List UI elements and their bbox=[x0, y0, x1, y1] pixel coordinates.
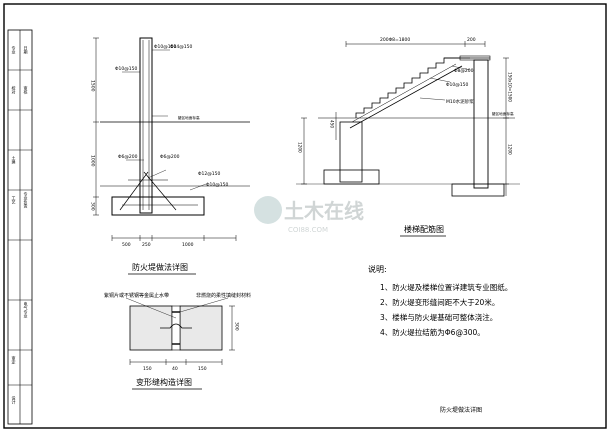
dike-rebar-e: Φ6@200 bbox=[160, 154, 180, 160]
detail-fire-dike-labels: Φ10@150 Φ14@150 Φ10@150 罐区地面标高 Φ6@200 Φ6… bbox=[90, 44, 228, 275]
dike-rebar-a: Φ10@150 bbox=[154, 44, 176, 50]
dike-title: 防火堤做法详图 bbox=[132, 262, 188, 272]
detail-stair-section bbox=[296, 41, 520, 197]
dike-footing bbox=[111, 196, 205, 216]
notes-item-1: 1、防火堤及楼梯位置详建筑专业图纸。 bbox=[380, 282, 512, 292]
watermark: 土木在线 COI88.COM bbox=[254, 196, 364, 234]
stair-top-dim: 200Φ8=1800 bbox=[380, 37, 410, 43]
title-cell-7: 电气专业 bbox=[24, 301, 29, 318]
notes-block: 说明: 1、防火堤及楼梯位置详建筑专业图纸。 2、防火堤变形缝间距不大于20米。… bbox=[368, 264, 512, 337]
stair-steps bbox=[355, 57, 470, 118]
stair-rebar-2: Φ10@150 bbox=[446, 82, 468, 88]
watermark-subtext: COI88.COM bbox=[288, 226, 328, 234]
dike-rebar-g: Φ10@150 bbox=[206, 182, 228, 188]
joint-gap bbox=[171, 305, 181, 351]
joint-title: 变形缝构造详图 bbox=[136, 377, 192, 387]
stair-left-pier bbox=[339, 121, 363, 183]
detail-stair-labels: 200Φ8=1800 200 Φ8@200 Φ10@150 M10水泥砂浆 15… bbox=[298, 37, 514, 237]
joint-waterstop bbox=[160, 323, 192, 329]
title-cell-0: 专业 bbox=[12, 45, 17, 54]
sheet-border bbox=[3, 3, 607, 429]
notes-item-2: 2、防火堤变形缝间距不大于20米。 bbox=[380, 297, 499, 307]
title-cell-8: 审定 bbox=[12, 355, 17, 365]
brace-right bbox=[143, 171, 177, 211]
detail-fire-dike-section bbox=[93, 37, 250, 241]
dike-dim-h-1: 250 bbox=[142, 242, 151, 248]
stair-mortar: M10水泥砂浆 bbox=[446, 98, 474, 105]
detail-expansion-joint bbox=[125, 297, 235, 365]
dike-ground-note: 罐区地面标高 bbox=[178, 115, 200, 120]
stair-right-dim: 150x10=1500 bbox=[508, 72, 513, 102]
title-cell-5: 工艺 bbox=[12, 196, 17, 204]
title-cell-3: 审核 bbox=[24, 85, 29, 95]
stair-title: 楼梯配筋图 bbox=[404, 224, 444, 234]
watermark-logo-icon bbox=[254, 196, 282, 224]
stair-ground-note: 罐区地面标高 bbox=[492, 111, 514, 116]
joint-dim-1: 40 bbox=[172, 366, 178, 372]
dike-dim-v-1: 1000 bbox=[90, 155, 96, 167]
brace-left bbox=[119, 171, 149, 211]
dike-rebar-c: Φ10@150 bbox=[115, 66, 137, 72]
stair-height-left: 1200 bbox=[298, 142, 303, 153]
notes-heading: 说明: bbox=[368, 264, 387, 274]
drawing-title: 防火堤做法详图 bbox=[440, 406, 482, 414]
joint-dim-0: 150 bbox=[143, 366, 152, 372]
dike-dim-h-0: 500 bbox=[122, 242, 131, 248]
joint-label-right: 非燃烧的柔性填缝封材料 bbox=[196, 292, 251, 299]
dike-rebar-f: Φ12@150 bbox=[198, 171, 220, 177]
stair-wall bbox=[473, 59, 489, 189]
notes-item-3: 3、楼梯与防火堤基础可整体浇注。 bbox=[380, 312, 497, 322]
title-block: 专业 日期 校对 审核 土建 工艺 专业负责 电气专业 审定 设计 bbox=[7, 29, 33, 425]
dike-dim-v-0: 1500 bbox=[90, 80, 96, 92]
dike-rebar-d: Φ6@200 bbox=[118, 154, 138, 160]
title-cell-6: 专业负责 bbox=[24, 191, 29, 209]
dike-dim-h-2: 1000 bbox=[182, 242, 194, 248]
detail-expansion-joint-labels: 紫铜片或不锈钢等金属止水带 非燃烧的柔性填缝封材料 150 40 150 300… bbox=[104, 292, 251, 390]
stair-rebar-1: Φ8@200 bbox=[454, 68, 474, 74]
stair-top-dim-right: 200 bbox=[467, 37, 476, 43]
dike-dim-v-2: 300 bbox=[90, 202, 96, 211]
title-cell-2: 校对 bbox=[12, 85, 17, 94]
title-cell-4: 土建 bbox=[12, 155, 17, 165]
title-cell-9: 设计 bbox=[12, 395, 17, 405]
joint-label-left: 紫铜片或不锈钢等金属止水带 bbox=[104, 292, 169, 299]
stair-left-dim: 450 bbox=[330, 120, 335, 128]
joint-dim-2: 150 bbox=[198, 366, 207, 372]
notes-item-4: 4、防火堤拉结筋为Φ6@300。 bbox=[380, 327, 485, 337]
watermark-text: 土木在线 bbox=[284, 199, 364, 223]
title-cell-1: 日期 bbox=[24, 46, 29, 55]
stair-slab bbox=[349, 65, 463, 129]
joint-dim-right: 300 bbox=[234, 322, 240, 331]
dike-wall bbox=[139, 37, 153, 214]
stair-height-right: 1200 bbox=[508, 144, 513, 155]
dike-rebar-b: Φ14@150 bbox=[170, 44, 192, 50]
